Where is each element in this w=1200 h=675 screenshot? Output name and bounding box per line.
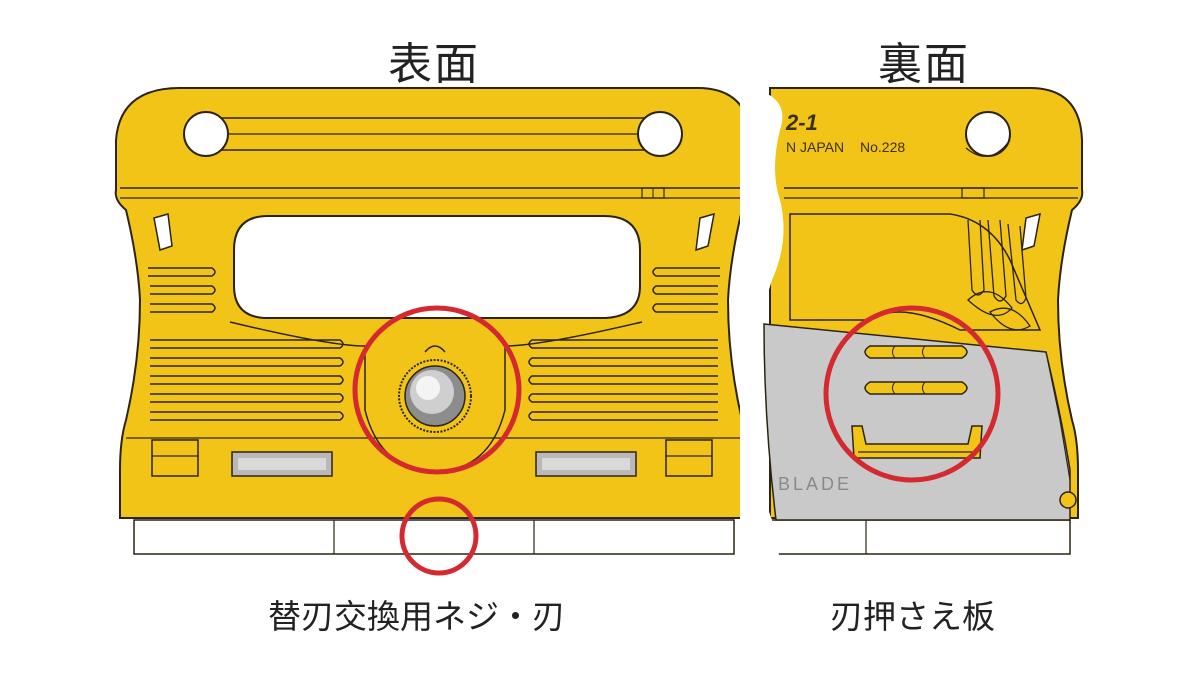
front-window	[233, 215, 641, 319]
front-view	[114, 87, 754, 576]
back-etch-model: 2-1	[785, 110, 818, 135]
front-caption: 替刃交換用ネジ・刃	[268, 597, 565, 636]
back-etch-origin: N JAPAN	[786, 139, 844, 155]
back-view: 2-1 N JAPAN No.228	[740, 80, 1084, 560]
front-title: 表面	[388, 39, 480, 90]
plate-slots	[864, 345, 968, 395]
back-blade-brand-horizontal: BLADE	[778, 474, 852, 494]
back-caption: 刃押さえ板	[830, 597, 995, 636]
back-blade	[769, 519, 1071, 555]
back-title: 裏面	[878, 39, 970, 90]
back-etch-number: No.228	[860, 139, 905, 155]
plate-clamp	[851, 425, 983, 459]
front-blade	[133, 519, 735, 555]
blade-highlight-circle	[399, 496, 479, 576]
plate-highlight-circle	[823, 305, 1001, 483]
screw-icon	[398, 345, 472, 433]
screw-highlight-circle	[352, 305, 522, 475]
